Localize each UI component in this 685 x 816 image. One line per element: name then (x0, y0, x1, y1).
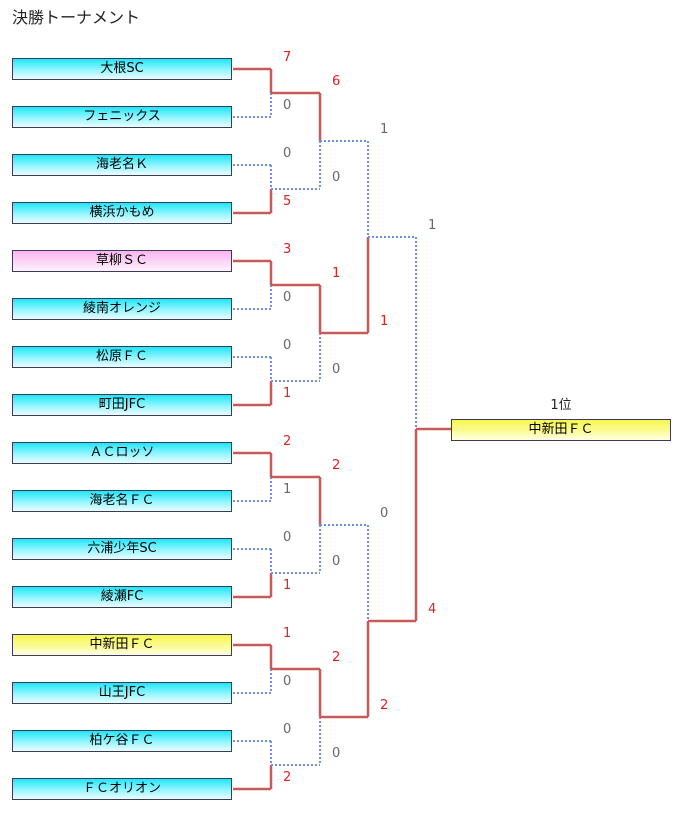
team-box[interactable]: ＡＣロッソ (12, 442, 232, 464)
winner-score: 1 (283, 386, 292, 401)
team-box[interactable]: 綾南オレンジ (12, 298, 232, 320)
loser-score: 0 (283, 338, 292, 353)
loser-score: 0 (332, 554, 341, 569)
loser-score: 0 (283, 674, 292, 689)
winner-score: 2 (332, 458, 341, 473)
team-box[interactable]: 松原ＦＣ (12, 346, 232, 368)
loser-score: 0 (332, 746, 341, 761)
loser-score: 0 (283, 146, 292, 161)
winner-score: 1 (283, 578, 292, 593)
team-box[interactable]: フェニックス (12, 106, 232, 128)
team-box[interactable]: 町田JFC (12, 394, 232, 416)
loser-score: 1 (428, 218, 437, 233)
winner-score: 2 (332, 650, 341, 665)
team-box[interactable]: 大根SC (12, 58, 232, 80)
loser-score: 0 (283, 530, 292, 545)
loser-score: 1 (380, 122, 389, 137)
winner-score: 4 (428, 602, 437, 617)
winner-score: 5 (283, 194, 292, 209)
loser-score: 0 (283, 722, 292, 737)
loser-score: 0 (380, 506, 389, 521)
loser-score: 0 (283, 290, 292, 305)
winner-score: 3 (283, 242, 292, 257)
winner-score: 1 (283, 626, 292, 641)
team-box[interactable]: 六浦少年SC (12, 538, 232, 560)
page-title: 決勝トーナメント (12, 8, 141, 27)
winner-score: 1 (380, 314, 389, 329)
team-box[interactable]: 海老名Ｋ (12, 154, 232, 176)
team-box[interactable]: 草柳ＳＣ (12, 250, 232, 272)
loser-score: 0 (332, 170, 341, 185)
winner-score: 1 (332, 266, 341, 281)
loser-score: 0 (332, 362, 341, 377)
team-box[interactable]: ＦＣオリオン (12, 778, 232, 800)
team-box[interactable]: 海老名ＦＣ (12, 490, 232, 512)
champion-rank-label: 1位 (550, 398, 572, 413)
team-box[interactable]: 中新田ＦＣ (12, 634, 232, 656)
team-box[interactable]: 柏ケ谷ＦＣ (12, 730, 232, 752)
winner-score: 2 (380, 698, 389, 713)
winner-score: 2 (283, 434, 292, 449)
team-box[interactable]: 綾瀬FC (12, 586, 232, 608)
team-box[interactable]: 横浜かもめ (12, 202, 232, 224)
champion-box[interactable]: 中新田ＦＣ (451, 419, 671, 441)
loser-score: 1 (283, 482, 292, 497)
winner-score: 2 (283, 770, 292, 785)
winner-score: 7 (283, 50, 292, 65)
loser-score: 0 (283, 98, 292, 113)
team-box[interactable]: 山王JFC (12, 682, 232, 704)
winner-score: 6 (332, 74, 341, 89)
